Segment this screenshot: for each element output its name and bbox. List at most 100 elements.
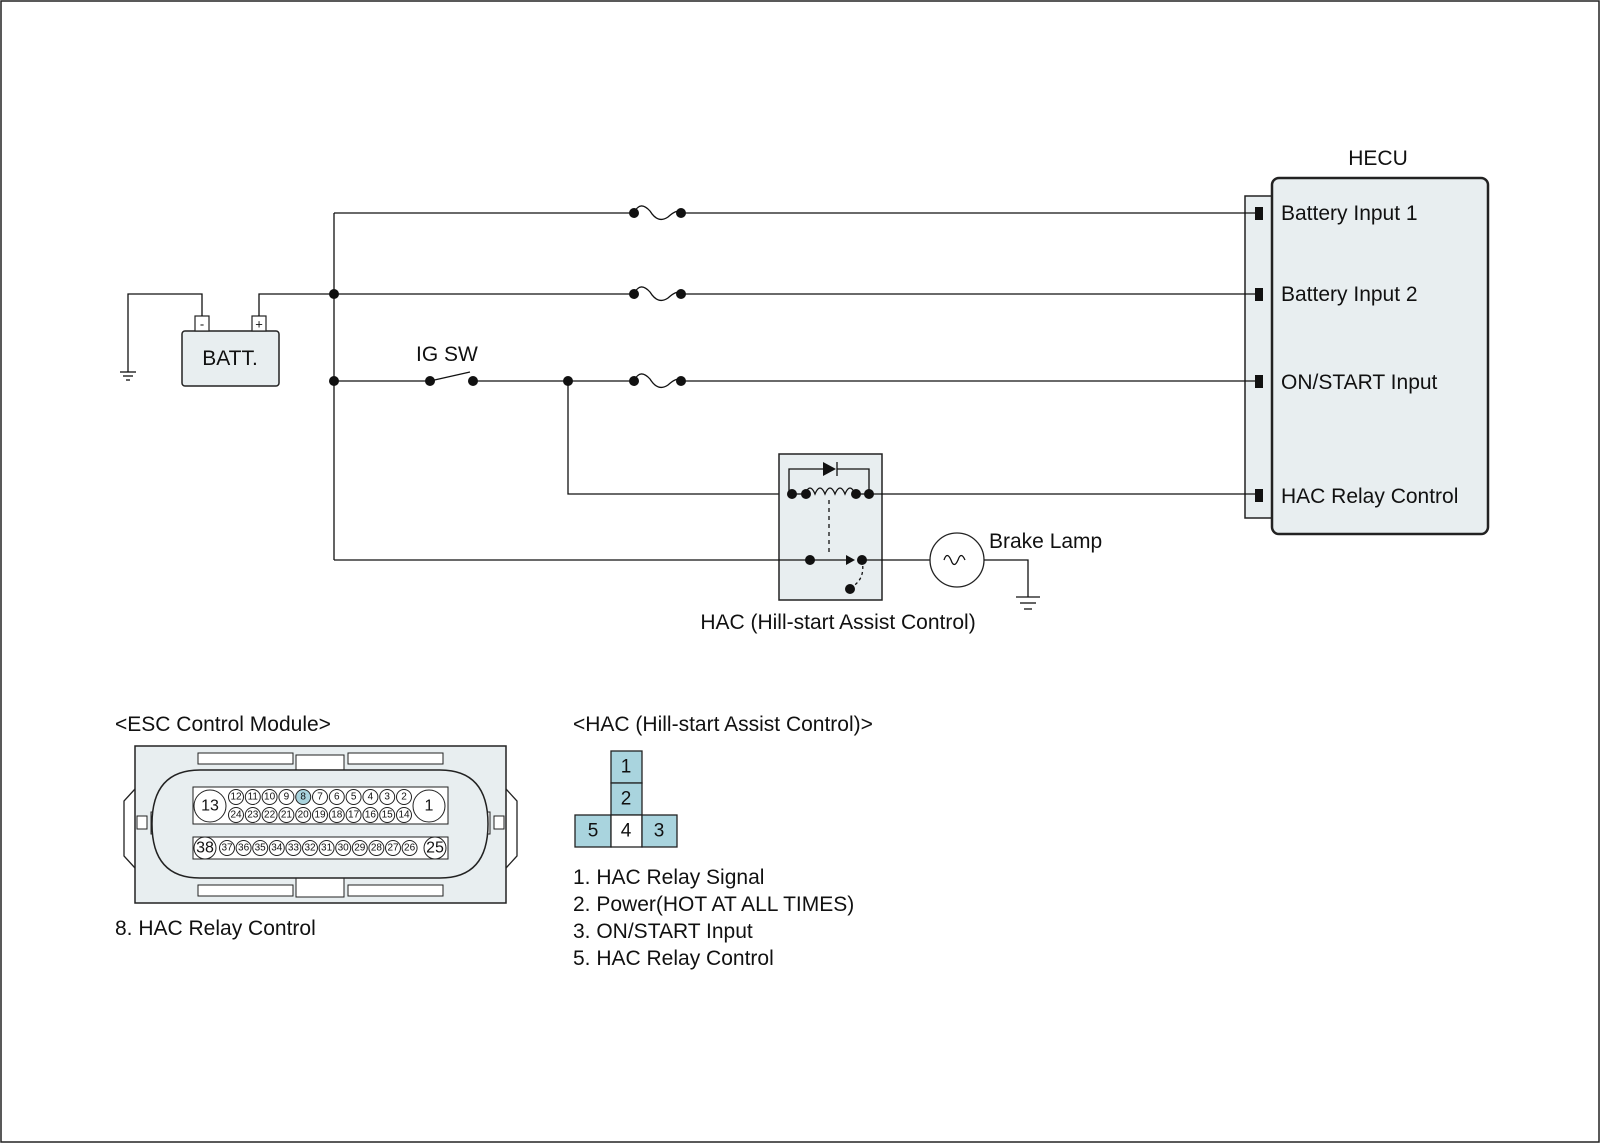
esc-pin-label: 1 [425, 798, 434, 815]
esc-pin-4 [362, 789, 379, 805]
battery-ground-wire [127, 293, 203, 372]
hac-note-3: 3. ON/START Input [573, 920, 753, 943]
esc-pin-label: 13 [201, 798, 219, 815]
esc-pin-label: 28 [371, 843, 383, 854]
hecu-connector-body [1244, 195, 1273, 519]
brake-lamp-label: Brake Lamp [989, 530, 1102, 553]
esc-pin-label: 14 [398, 810, 410, 821]
esc-pin-label: 36 [238, 843, 250, 854]
battery-positive-wire [258, 293, 334, 316]
esc-pin-label: 37 [221, 843, 233, 854]
esc-pin-label: 21 [281, 810, 293, 821]
esc-pin-38 [193, 836, 217, 860]
esc-pin-3 [379, 789, 396, 805]
hac-note-1: 1. HAC Relay Signal [573, 866, 764, 889]
esc-pin-label: 26 [404, 843, 416, 854]
hecu-input-battery-1: Battery Input 1 [1281, 202, 1418, 225]
hecu-title: HECU [1348, 147, 1408, 170]
hac-pin-2 [610, 782, 643, 816]
esc-pin-31 [318, 840, 335, 856]
battery-symbol: - + BATT. [181, 315, 280, 387]
esc-pin-label: 19 [314, 810, 326, 821]
esc-pin-29 [351, 840, 368, 856]
hac-note-2: 2. Power(HOT AT ALL TIMES) [573, 893, 854, 916]
esc-pin-label: 8 [300, 792, 306, 803]
esc-pin-label: 10 [264, 792, 276, 803]
esc-pin-label: 17 [348, 810, 360, 821]
esc-pin-13 [193, 789, 227, 823]
esc-pin-35 [252, 840, 269, 856]
esc-pin-label: 27 [387, 843, 399, 854]
esc-pin-label: 34 [271, 843, 283, 854]
esc-pin-15 [379, 807, 396, 823]
hac-pin-label: 2 [621, 789, 632, 810]
hac-note-5: 5. HAC Relay Control [573, 947, 774, 970]
esc-pin-18 [328, 807, 345, 823]
esc-pin-label: 24 [230, 810, 242, 821]
hecu-terminal-1 [1255, 207, 1263, 220]
hac-pin-label: 3 [654, 821, 665, 842]
esc-pin-37 [219, 840, 235, 856]
esc-pin-label: 7 [317, 792, 323, 803]
esc-pin-8 [295, 789, 312, 805]
esc-pin-24 [228, 807, 244, 823]
esc-pin-label: 32 [304, 843, 316, 854]
hecu-terminal-3 [1255, 375, 1263, 388]
esc-pin-36 [235, 840, 252, 856]
ground-icon-battery [120, 371, 136, 381]
esc-connector-drawing [123, 745, 518, 904]
esc-pin-10 [261, 789, 278, 805]
esc-pin-11 [244, 789, 261, 805]
esc-pin-32 [302, 840, 318, 856]
esc-pin-33 [285, 840, 302, 856]
esc-pin-26 [401, 840, 418, 856]
esc-pin-6 [328, 789, 345, 805]
esc-pin-label: 11 [248, 792, 259, 803]
hecu-terminal-4 [1255, 489, 1263, 502]
esc-connector-title: <ESC Control Module> [115, 713, 331, 736]
relay-switch-icon [805, 555, 867, 594]
esc-pin-2 [396, 789, 412, 805]
esc-pin-label: 6 [334, 792, 340, 803]
esc-pin-21 [278, 807, 295, 823]
esc-pin-label: 22 [264, 810, 276, 821]
esc-pin-23 [244, 807, 261, 823]
ground-icon-lamp [1016, 596, 1040, 610]
esc-pin-7 [312, 789, 328, 805]
hac-relay-label: HAC (Hill-start Assist Control) [700, 611, 975, 634]
hecu-input-on-start: ON/START Input [1281, 371, 1438, 394]
esc-pin-19 [312, 807, 328, 823]
esc-pin-label: 4 [368, 792, 374, 803]
hac-pin-label: 5 [588, 821, 599, 842]
esc-pin-label: 33 [288, 843, 300, 854]
esc-pin-label: 38 [196, 840, 214, 857]
esc-pin-22 [261, 807, 278, 823]
hac-pin-label: 4 [621, 821, 632, 842]
esc-pin-label: 30 [338, 843, 350, 854]
esc-pin-27 [385, 840, 401, 856]
battery-positive-mark: + [255, 317, 263, 332]
wire-relay-coil-feed [567, 381, 792, 495]
esc-pin-label: 29 [354, 843, 366, 854]
fuse-icon [629, 205, 686, 221]
esc-pin-label: 23 [247, 810, 259, 821]
esc-pin-label: 35 [255, 843, 267, 854]
hac-pin-label: 1 [621, 757, 632, 778]
hecu-module-box [1270, 176, 1490, 536]
esc-pin-12 [228, 789, 244, 805]
esc-pin-9 [278, 789, 295, 805]
esc-pin-label: 25 [426, 840, 444, 857]
hac-pin-4 [610, 814, 643, 848]
fuse-icon [629, 286, 686, 302]
esc-pin-34 [268, 840, 285, 856]
hac-relay-box [778, 453, 883, 601]
esc-pin-17 [345, 807, 362, 823]
esc-pin-label: 20 [298, 810, 310, 821]
lamp-icon [929, 532, 985, 588]
esc-pin-label: 2 [401, 792, 407, 803]
wire-brake-lamp-ground [984, 559, 1029, 597]
